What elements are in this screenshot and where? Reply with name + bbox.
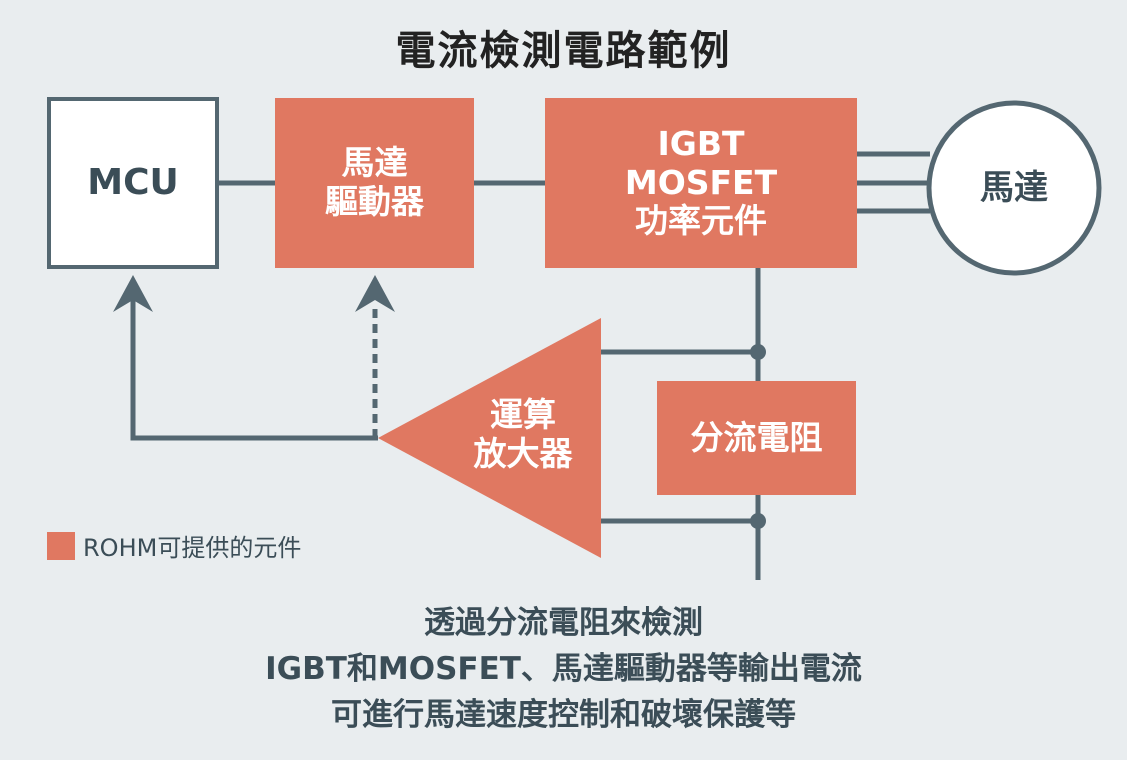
motor-driver-label-line2: 驅動器: [325, 182, 424, 221]
mcu-block: MCU: [47, 97, 219, 269]
op-amp-label-line2: 放大器: [473, 434, 573, 473]
shunt-resistor-block: 分流電阻: [657, 381, 856, 495]
legend-label: ROHM可提供的元件: [83, 534, 302, 562]
mcu-label: MCU: [87, 161, 179, 203]
motor-label: 馬達: [980, 167, 1048, 208]
motor-block: 馬達: [929, 117, 1099, 259]
junction-bottom: [750, 513, 766, 529]
op-amp-label-line1: 運算: [490, 395, 556, 435]
diagram-title: 電流檢測電路範例: [395, 28, 732, 74]
power-device-label-line3: 功率元件: [635, 201, 767, 241]
caption-line-2: IGBT和MOSFET、馬達驅動器等輸出電流: [265, 651, 862, 687]
caption-line-1: 透過分流電阻來檢測: [424, 605, 703, 641]
arrow-to-mcu-icon: [113, 275, 153, 312]
shunt-resistor-label: 分流電阻: [690, 417, 823, 457]
op-amp-triangle: [378, 318, 601, 558]
motor-driver-block: 馬達 驅動器: [275, 98, 474, 268]
power-device-label-line1: IGBT: [657, 123, 745, 163]
power-device-label-line2: MOSFET: [624, 162, 778, 202]
caption: 透過分流電阻來檢測 IGBT和MOSFET、馬達驅動器等輸出電流 可進行馬達速度…: [0, 600, 1127, 738]
junction-top: [750, 344, 766, 360]
op-amp-block: 運算 放大器: [448, 385, 598, 485]
legend: ROHM可提供的元件: [47, 528, 301, 563]
legend-swatch: [47, 531, 75, 560]
motor-driver-label-line1: 馬達: [341, 143, 408, 183]
wire-amp-to-mcu: [130, 300, 378, 441]
arrow-to-driver-icon: [355, 275, 395, 312]
power-device-block: IGBT MOSFET 功率元件: [545, 98, 857, 268]
caption-line-3: 可進行馬達速度控制和破壞保護等: [331, 697, 796, 733]
motor-circle: [926, 100, 1102, 276]
